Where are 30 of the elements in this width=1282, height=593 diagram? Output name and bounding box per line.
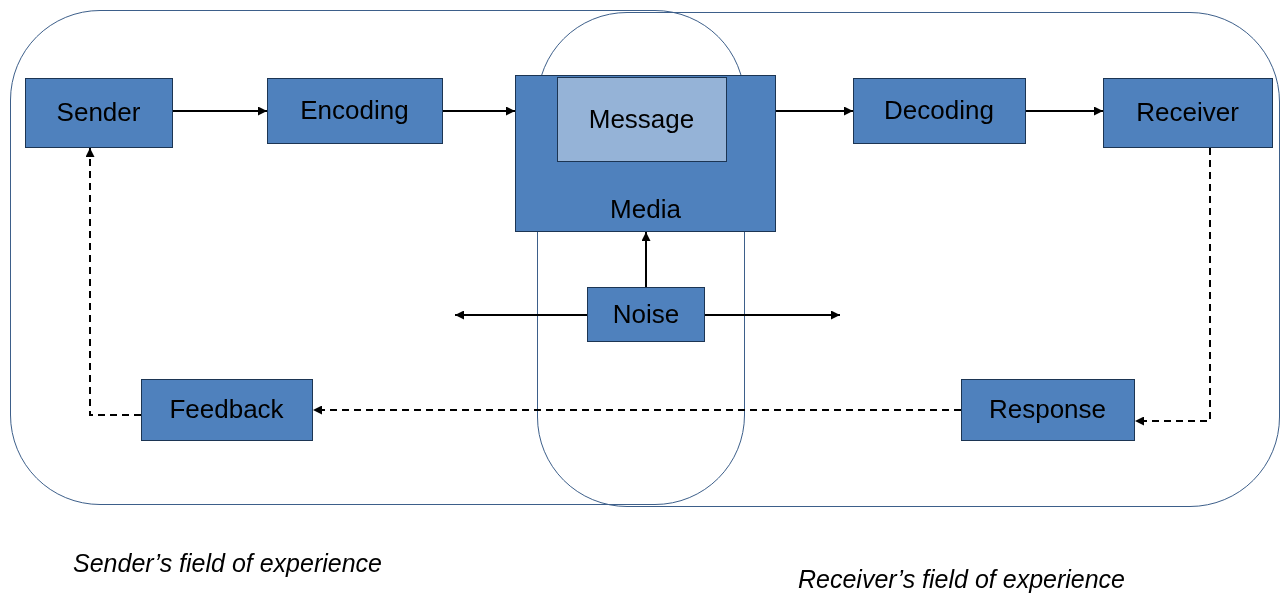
box-label: Noise	[612, 299, 680, 330]
box-label: Sender	[56, 97, 141, 128]
box-label: Media	[610, 194, 681, 225]
box-label: Decoding	[884, 95, 994, 126]
arrow	[454, 310, 588, 320]
process-box	[556, 76, 727, 162]
process-box	[960, 378, 1135, 441]
box-label: Feedback	[169, 394, 284, 425]
field-label: Sender’s field of experience	[73, 549, 382, 578]
process-box	[140, 378, 313, 441]
arrow	[172, 106, 268, 116]
arrow	[704, 310, 841, 320]
process-box	[1102, 77, 1273, 148]
process-box	[266, 77, 443, 144]
arrow	[775, 106, 854, 116]
box-label: Encoding	[300, 95, 409, 126]
process-box	[587, 287, 705, 342]
process-box	[515, 75, 776, 232]
process-box	[24, 77, 173, 148]
arrow	[442, 106, 516, 116]
arrow	[641, 231, 651, 288]
dashed-arrow	[85, 147, 142, 416]
box-label: Receiver	[1136, 97, 1239, 128]
arrow	[1025, 106, 1104, 116]
box-label: Message	[588, 103, 695, 135]
field-label: Receiver’s field of experience	[798, 565, 1126, 593]
dashed-arrow	[312, 405, 962, 415]
process-box	[852, 77, 1026, 144]
box-label: Response	[988, 394, 1107, 425]
dashed-arrow	[1134, 147, 1211, 426]
